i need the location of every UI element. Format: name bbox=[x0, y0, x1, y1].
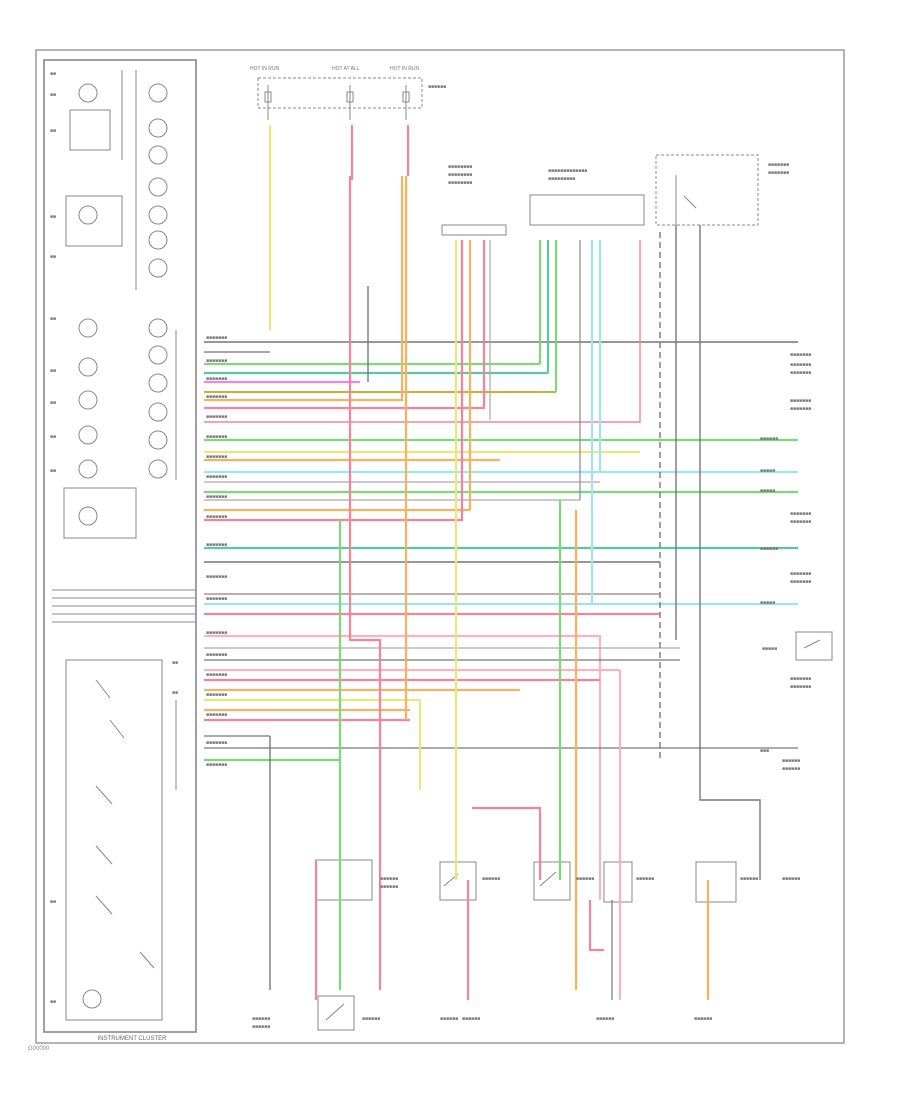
component-labels: ■■■■■■■■ ■■■■■■■■ ■■■■■■■■ ■■■■■■■■■■■■■… bbox=[252, 162, 811, 1030]
svg-text:■■: ■■ bbox=[50, 71, 56, 77]
cluster-title: INSTRUMENT CLUSTER bbox=[98, 1036, 168, 1042]
svg-text:■■■■■■■■■■■■■: ■■■■■■■■■■■■■ bbox=[548, 168, 587, 174]
svg-text:■■■■■■■: ■■■■■■■ bbox=[206, 394, 227, 400]
svg-text:■■: ■■ bbox=[50, 368, 56, 374]
svg-text:■■■■■■: ■■■■■■ bbox=[428, 84, 446, 90]
svg-text:■■■■■■■■: ■■■■■■■■ bbox=[448, 180, 472, 186]
svg-text:■■■■■■■: ■■■■■■■ bbox=[790, 352, 811, 358]
svg-text:■■■■■■: ■■■■■■ bbox=[782, 758, 800, 764]
top-fuses bbox=[257, 77, 423, 120]
svg-text:■■■■■■: ■■■■■■ bbox=[760, 546, 778, 552]
svg-text:HOT IN RUN: HOT IN RUN bbox=[250, 66, 279, 72]
svg-text:■■■■■■■: ■■■■■■■ bbox=[206, 652, 227, 658]
svg-text:■■■■■■: ■■■■■■ bbox=[362, 1016, 380, 1022]
svg-text:■■: ■■ bbox=[50, 899, 56, 905]
svg-text:HOT IN RUN: HOT IN RUN bbox=[390, 66, 419, 72]
module-boxes bbox=[315, 154, 833, 1031]
svg-text:■■■■■■: ■■■■■■ bbox=[760, 436, 778, 442]
svg-text:■■■■■■■■: ■■■■■■■■ bbox=[448, 164, 472, 170]
svg-text:■■■■■■■: ■■■■■■■ bbox=[206, 454, 227, 460]
svg-text:■■: ■■ bbox=[50, 999, 56, 1005]
svg-text:■■■■■■■■: ■■■■■■■■ bbox=[448, 172, 472, 178]
svg-text:■■■■■■: ■■■■■■ bbox=[440, 1016, 458, 1022]
svg-text:■■■■■■■: ■■■■■■■ bbox=[790, 519, 811, 525]
svg-text:■■■■■■■: ■■■■■■■ bbox=[206, 712, 227, 718]
svg-text:■■■: ■■■ bbox=[760, 748, 769, 754]
wire-labels: ■■■■■■■ ■■■■■■■ ■■■■■■■ ■■■■■■■ ■■■■■■■ … bbox=[206, 335, 778, 768]
svg-text:■■■■■■■: ■■■■■■■ bbox=[206, 762, 227, 768]
svg-text:■■■■■■: ■■■■■■ bbox=[252, 1016, 270, 1022]
svg-text:■■: ■■ bbox=[172, 690, 178, 696]
svg-text:HOT AT ALL: HOT AT ALL bbox=[332, 66, 360, 72]
svg-text:■■■■■■■: ■■■■■■■ bbox=[206, 358, 227, 364]
svg-text:■■■■■■■: ■■■■■■■ bbox=[206, 474, 227, 480]
svg-text:■■■■■■: ■■■■■■ bbox=[462, 1016, 480, 1022]
svg-text:■■: ■■ bbox=[50, 128, 56, 134]
svg-text:■■■■■: ■■■■■ bbox=[760, 488, 775, 494]
svg-text:■■■■■■■: ■■■■■■■ bbox=[206, 574, 227, 580]
svg-text:■■■■■■■: ■■■■■■■ bbox=[790, 571, 811, 577]
svg-text:■■■■■■: ■■■■■■ bbox=[740, 876, 758, 882]
svg-text:■■: ■■ bbox=[50, 92, 56, 98]
svg-text:■■■■■■: ■■■■■■ bbox=[782, 876, 800, 882]
svg-text:■■■■■■: ■■■■■■ bbox=[380, 884, 398, 890]
svg-text:■■: ■■ bbox=[50, 254, 56, 260]
svg-text:■■■■■■: ■■■■■■ bbox=[694, 1016, 712, 1022]
svg-text:■■: ■■ bbox=[172, 660, 178, 666]
svg-text:■■■■■■■: ■■■■■■■ bbox=[206, 692, 227, 698]
svg-text:■■■■■■■: ■■■■■■■ bbox=[206, 414, 227, 420]
svg-text:■■■■■■■: ■■■■■■■ bbox=[206, 514, 227, 520]
top-fuse-labels: HOT IN RUN HOT AT ALL HOT IN RUN ■■■■■■ bbox=[250, 66, 446, 90]
svg-text:■■■■■■■: ■■■■■■■ bbox=[206, 376, 227, 382]
svg-text:■■■■■■: ■■■■■■ bbox=[636, 876, 654, 882]
svg-text:■■: ■■ bbox=[50, 434, 56, 440]
svg-text:■■■■■■: ■■■■■■ bbox=[380, 876, 398, 882]
svg-text:■■■■■■■: ■■■■■■■ bbox=[206, 740, 227, 746]
svg-text:■■■■■■■■■: ■■■■■■■■■ bbox=[548, 176, 575, 182]
svg-text:■■■■■■■: ■■■■■■■ bbox=[768, 162, 789, 168]
svg-text:■■■■■■■: ■■■■■■■ bbox=[206, 494, 227, 500]
svg-text:■■■■■■: ■■■■■■ bbox=[782, 766, 800, 772]
svg-text:■■: ■■ bbox=[50, 400, 56, 406]
svg-text:■■■■■■: ■■■■■■ bbox=[576, 876, 594, 882]
indicator-lamps bbox=[52, 70, 196, 1021]
svg-text:■■■■■: ■■■■■ bbox=[760, 468, 775, 474]
svg-text:■■■■■■■: ■■■■■■■ bbox=[790, 579, 811, 585]
svg-text:■■: ■■ bbox=[50, 214, 56, 220]
svg-text:■■■■■■: ■■■■■■ bbox=[252, 1024, 270, 1030]
svg-text:■■: ■■ bbox=[50, 316, 56, 322]
svg-text:■■■■■■: ■■■■■■ bbox=[482, 876, 500, 882]
svg-text:■■■■■: ■■■■■ bbox=[760, 600, 775, 606]
svg-text:■■■■■■■: ■■■■■■■ bbox=[790, 362, 811, 368]
svg-text:■■: ■■ bbox=[50, 468, 56, 474]
svg-text:■■■■■■■: ■■■■■■■ bbox=[206, 542, 227, 548]
svg-text:■■■■■■■: ■■■■■■■ bbox=[206, 630, 227, 636]
svg-text:■■■■■■■: ■■■■■■■ bbox=[790, 684, 811, 690]
svg-text:■■■■■■■: ■■■■■■■ bbox=[206, 434, 227, 440]
svg-text:■■■■■■: ■■■■■■ bbox=[596, 1016, 614, 1022]
svg-text:■■■■■■■: ■■■■■■■ bbox=[206, 672, 227, 678]
svg-text:■■■■■■■: ■■■■■■■ bbox=[790, 511, 811, 517]
svg-text:■■■■■■■: ■■■■■■■ bbox=[206, 596, 227, 602]
figure-code: G00000 bbox=[28, 1046, 50, 1052]
svg-text:■■■■■■■: ■■■■■■■ bbox=[790, 370, 811, 376]
diagram-frame bbox=[35, 49, 845, 1044]
svg-text:■■■■■■■: ■■■■■■■ bbox=[790, 676, 811, 682]
svg-text:■■■■■■■: ■■■■■■■ bbox=[790, 406, 811, 412]
svg-text:■■■■■■■: ■■■■■■■ bbox=[206, 335, 227, 341]
cluster-tick-labels: ■■ ■■ ■■ ■■ ■■ ■■ ■■ ■■ ■■ ■■ ■■ ■■ ■■ ■■ bbox=[50, 71, 178, 1005]
instrument-cluster-outline bbox=[43, 59, 197, 1033]
svg-text:■■■■■■■: ■■■■■■■ bbox=[768, 170, 789, 176]
svg-text:■■■■■■■: ■■■■■■■ bbox=[790, 398, 811, 404]
wires bbox=[204, 125, 798, 1000]
svg-text:■■■■■: ■■■■■ bbox=[762, 646, 777, 652]
